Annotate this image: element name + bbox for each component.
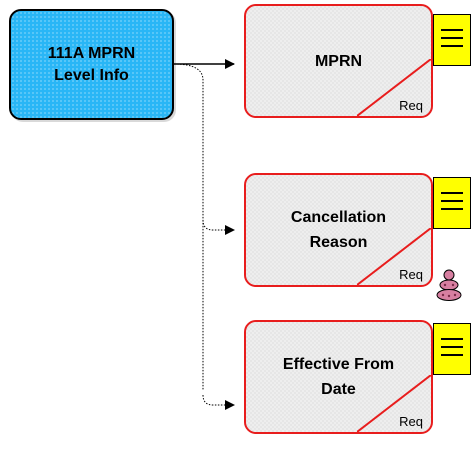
root-node-label: 111A MPRN Level Info xyxy=(47,44,136,84)
req-corner-marker xyxy=(357,228,431,285)
child-node-label: MPRN xyxy=(314,52,363,70)
child-node-effective-from-date[interactable]: Effective From Date Req xyxy=(244,320,433,434)
req-tag: Req xyxy=(399,98,423,113)
req-tag: Req xyxy=(399,414,423,429)
document-note-icon[interactable] xyxy=(433,323,471,375)
req-corner-marker xyxy=(357,59,431,116)
child-node-cancellation-reason[interactable]: Cancellation Reason Req xyxy=(244,173,433,287)
connector-cancellation-reason xyxy=(202,219,235,235)
child-node-mprn[interactable]: MPRN Req xyxy=(244,4,433,118)
req-tag: Req xyxy=(399,267,423,282)
child-node-label: Effective From Date xyxy=(282,356,395,398)
child-node-label: Cancellation Reason xyxy=(290,209,387,251)
person-icon[interactable] xyxy=(435,268,463,302)
document-note-icon[interactable] xyxy=(433,177,471,229)
connector-trunk xyxy=(173,63,204,390)
document-note-icon[interactable] xyxy=(433,14,471,66)
req-corner-marker xyxy=(357,375,431,432)
connector-effective-from-date xyxy=(202,394,235,410)
root-node-mprn-level-info[interactable]: 111A MPRN Level Info xyxy=(9,9,174,120)
